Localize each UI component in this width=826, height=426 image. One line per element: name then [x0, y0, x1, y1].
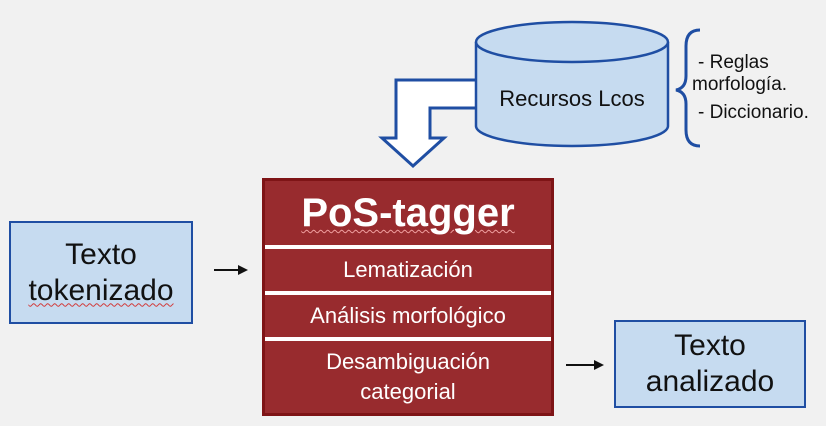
- step-label: Análisis morfológico: [310, 303, 506, 328]
- output-arrow-icon: [594, 360, 604, 370]
- input-line-1: Texto: [65, 237, 137, 271]
- pos-tagger-block: PoS-tagger Lematización Análisis morfoló…: [262, 178, 554, 416]
- step-desambiguacion: Desambiguación categorial: [265, 341, 551, 413]
- resource-items: - Reglas morfología. - Diccionario.: [692, 52, 826, 124]
- step-analisis-morfologico: Análisis morfológico: [265, 295, 551, 337]
- pos-tagger-title-text: PoS-tagger: [301, 191, 515, 235]
- output-line-1: Texto: [674, 329, 746, 362]
- resource-flow-arrow: [378, 78, 480, 169]
- step-label: Lematización: [343, 257, 473, 282]
- brace-icon: [675, 28, 701, 148]
- resource-item: morfología.: [692, 74, 788, 95]
- resources-label: Recursos Lcos: [476, 86, 668, 112]
- step-lematizacion: Lematización: [265, 249, 551, 291]
- step-label: Desambiguación: [326, 349, 490, 374]
- resource-item: - Diccionario.: [698, 102, 809, 123]
- input-line-2: tokenizado: [28, 273, 174, 307]
- output-line-2: analizado: [645, 365, 775, 398]
- resources-label-text: Recursos Lcos: [499, 86, 645, 111]
- resource-item: - Reglas: [698, 52, 769, 73]
- input-text-box: Texto tokenizado: [9, 221, 193, 324]
- resources-database-icon: [474, 42, 670, 148]
- output-text-box: Texto analizado: [614, 320, 806, 408]
- step-label: categorial: [360, 379, 456, 404]
- pos-tagger-title: PoS-tagger: [265, 181, 551, 245]
- input-arrow-icon: [238, 265, 248, 275]
